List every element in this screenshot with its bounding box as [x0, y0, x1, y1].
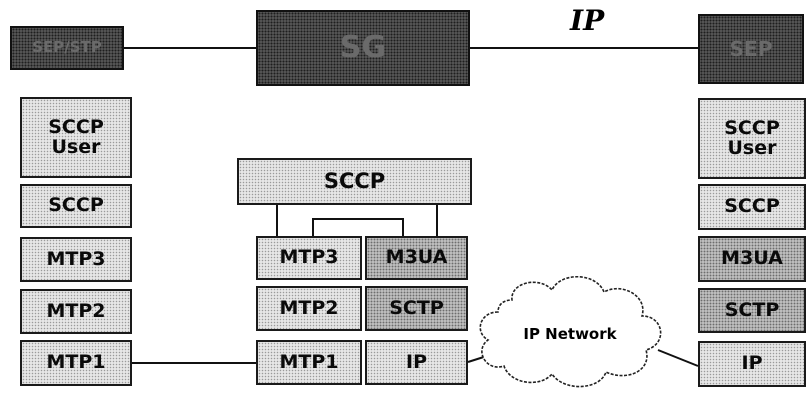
node-right: SEP: [698, 14, 804, 84]
left-sccp-user: SCCP User: [20, 97, 132, 178]
bracket-left-vertical: [276, 205, 278, 237]
gateway-ip: IP: [365, 340, 468, 385]
gateway-sccp: SCCP: [237, 158, 472, 205]
bracket-right-vertical: [436, 205, 438, 237]
gateway-mtp1: MTP1: [256, 340, 362, 385]
left-mtp1: MTP1: [20, 340, 132, 386]
cloud-shape: [479, 276, 662, 388]
gateway-sctp: SCTP: [365, 286, 468, 331]
gateway-mtp3: MTP3: [256, 236, 362, 280]
left-mtp2: MTP2: [20, 289, 132, 334]
diagram-title: IP: [570, 4, 605, 37]
right-sccp-user: SCCP User: [698, 98, 806, 179]
right-m3ua: M3UA: [698, 236, 806, 282]
left-sccp: SCCP: [20, 184, 132, 228]
node-left: SEP/STP: [10, 26, 124, 70]
left-mtp3: MTP3: [20, 237, 132, 282]
gateway-m3ua: M3UA: [365, 236, 468, 280]
node-middle: SG: [256, 10, 470, 86]
right-sccp: SCCP: [698, 184, 806, 230]
cloud-label: IP Network: [523, 325, 617, 343]
bracket-inner-left: [312, 218, 314, 237]
mtp1-link-line: [132, 362, 256, 364]
bracket-top-horizontal: [312, 218, 404, 220]
bracket-inner-right: [402, 218, 404, 237]
right-sctp: SCTP: [698, 288, 806, 333]
right-ip: IP: [698, 341, 806, 387]
gateway-mtp2: MTP2: [256, 286, 362, 331]
cloud-link-right: [657, 349, 699, 367]
